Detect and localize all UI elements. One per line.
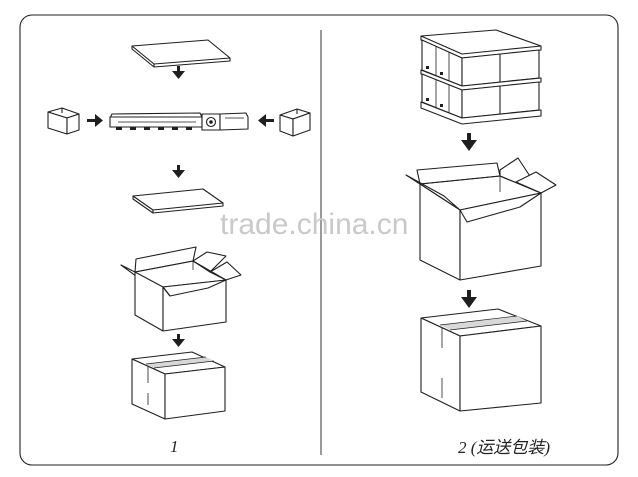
- panel-2: [405, 29, 557, 412]
- panel-2-caption: 2 (运送包装): [458, 438, 551, 457]
- down-arrow-5: [461, 290, 477, 308]
- sealed-carton-1: [131, 351, 226, 420]
- flat-sheet-top: [131, 39, 231, 68]
- large-open-carton: [405, 157, 557, 281]
- lamp-fixture: [109, 112, 249, 131]
- down-arrow-1: [172, 66, 185, 79]
- outer-frame: [19, 14, 619, 466]
- panel-1-caption: 1: [170, 437, 179, 456]
- flat-sheet-assembled: [132, 188, 224, 214]
- down-arrow-4: [461, 133, 477, 151]
- right-arrow: [87, 114, 103, 127]
- down-arrow-3: [172, 334, 185, 347]
- end-cap-right: [279, 108, 311, 137]
- end-cap-left: [47, 107, 80, 135]
- large-sealed-carton: [420, 308, 542, 412]
- stacked-cartons: [420, 29, 542, 125]
- left-arrow: [258, 114, 274, 127]
- panel-1: [47, 39, 311, 420]
- watermark: trade.china.cn: [220, 208, 409, 241]
- open-carton: [120, 246, 242, 332]
- down-arrow-2: [172, 165, 185, 178]
